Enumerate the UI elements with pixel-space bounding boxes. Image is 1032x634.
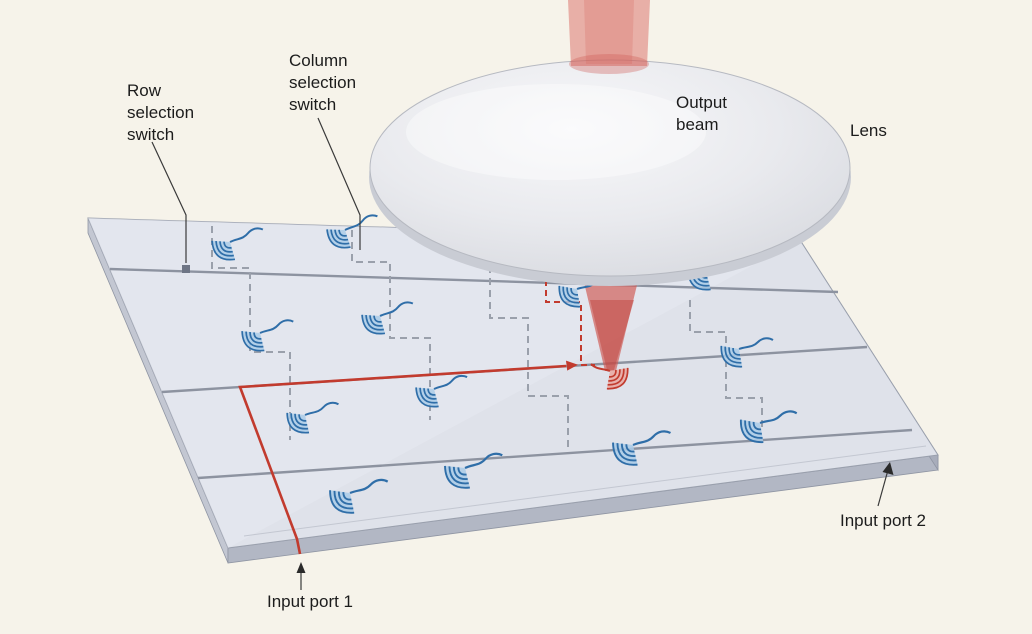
annotations	[151, 117, 889, 590]
input-port-2-label: Input port 2	[840, 511, 927, 530]
beam-column-core	[584, 0, 634, 64]
column-bus-dashed-4	[689, 300, 763, 428]
input-port-2-arrow-line	[877, 469, 889, 507]
red-column-dashed	[545, 280, 595, 366]
beam-column	[568, 0, 650, 66]
column-bus-dashed-2	[351, 230, 431, 420]
beam-cone-core	[590, 300, 634, 370]
chip-front-margin-line	[243, 445, 927, 537]
red-route-arrowhead	[566, 360, 578, 371]
column-selection-switch-label: Column selection switch	[289, 51, 357, 114]
lens-label: Lens	[850, 121, 887, 140]
output-beam	[568, 0, 650, 74]
row-waveguide-3	[197, 428, 913, 480]
column-bus-dashed-3	[489, 266, 569, 452]
lens	[369, 59, 851, 286]
output-beam-label: Output beam	[676, 93, 728, 134]
column-bus-dashed-1	[211, 226, 291, 440]
row-switch-leader-line	[151, 141, 187, 263]
row-waveguide-1	[109, 267, 839, 294]
beam-lens-footprint	[569, 54, 649, 74]
lens-highlight	[406, 84, 706, 180]
input-port-1-arrowhead	[296, 562, 306, 573]
row-selection-switch-marker	[182, 265, 190, 273]
column-buses	[211, 226, 763, 452]
column-switch-leader-line	[317, 117, 361, 250]
red-routed-path	[238, 364, 567, 555]
input-port-1-label: Input port 1	[267, 592, 354, 611]
row-selection-switch-label: Row selection switch	[127, 81, 195, 144]
input-port-2-arrowhead	[882, 462, 894, 475]
